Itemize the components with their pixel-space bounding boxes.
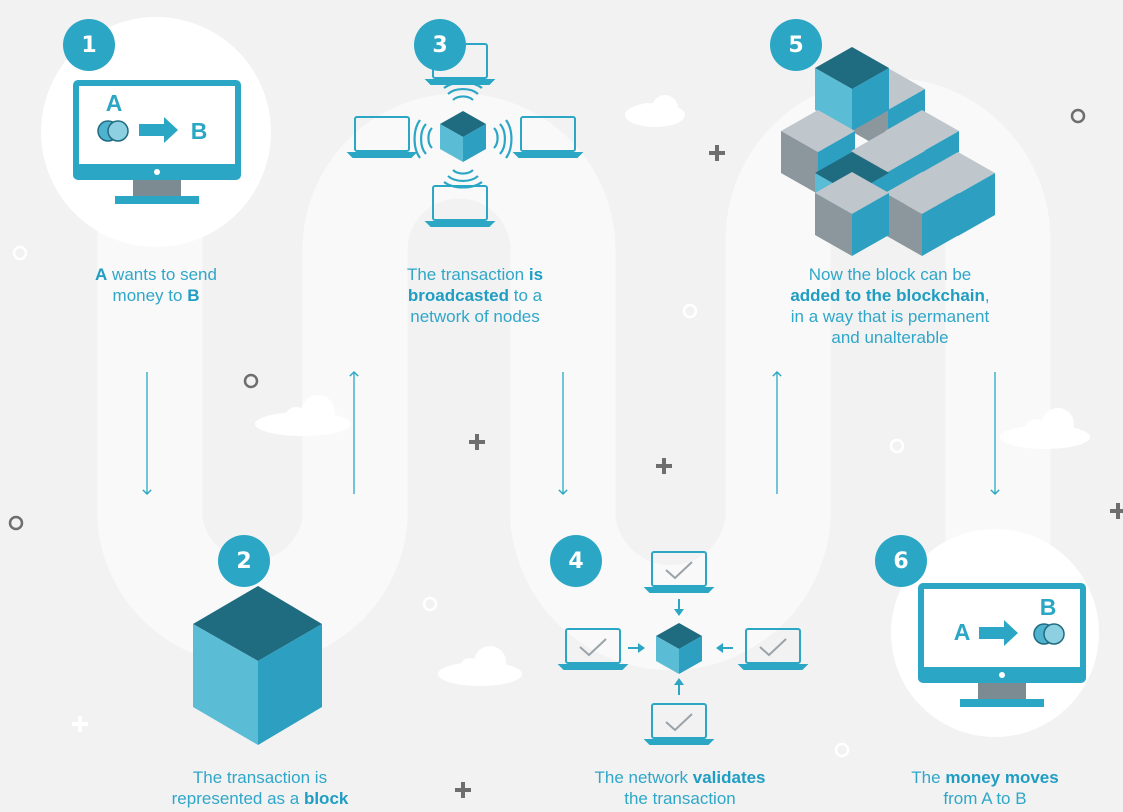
decorative-rings (8, 108, 1086, 758)
caption-segment: Now the block can be (808, 265, 972, 284)
caption-segment: the transaction (624, 789, 736, 808)
caption-segment: from A to B (943, 789, 1027, 808)
caption-segment: to a (509, 286, 543, 305)
caption-segment: , (984, 286, 990, 305)
wireless-signal-icon (413, 81, 513, 189)
step-6-illustration (891, 529, 1099, 737)
step-4-number-badge: 4 (550, 535, 602, 587)
step-6-screen-from: A (954, 619, 971, 645)
caption-segment: block (303, 789, 349, 808)
caption-segment: The transaction (406, 265, 529, 284)
step-1-illustration (41, 17, 271, 247)
step-5-blockchain-cubes (781, 47, 995, 256)
caption-segment: The network (594, 768, 693, 787)
step-2-caption: The transaction is represented as a block (135, 767, 385, 809)
caption-segment: is (528, 265, 544, 284)
step-6-number-badge: 6 (875, 535, 927, 587)
step-1-caption: A wants to send money to B (46, 264, 266, 306)
step-2-number-badge: 2 (218, 535, 270, 587)
caption-segment: The (911, 768, 946, 787)
step-1-screen-to: B (191, 118, 208, 144)
step-2-block-cube (193, 586, 322, 745)
step-4-illustration (557, 551, 809, 745)
step-1-number-badge: 1 (63, 19, 115, 71)
caption-segment: represented as a (171, 789, 304, 808)
caption-segment: broadcasted (407, 286, 509, 305)
caption-segment: validates (692, 768, 766, 787)
step-3-illustration (346, 43, 584, 227)
caption-segment: network of nodes (410, 307, 540, 326)
caption-segment: The transaction is (192, 768, 328, 787)
caption-segment: money to (112, 286, 188, 305)
caption-segment: added to the blockchain (790, 286, 985, 305)
decorative-plus-signs (72, 145, 1123, 798)
caption-segment: wants to send (107, 265, 217, 284)
block-cube (885, 172, 959, 256)
step-3-number-badge: 3 (414, 19, 466, 71)
laptop-check-icon (557, 551, 809, 745)
caption-segment: B (187, 286, 200, 305)
step-1-screen-from: A (106, 90, 123, 116)
step-4-caption: The network validates the transaction (545, 767, 815, 809)
caption-segment: and unalterable (831, 328, 949, 347)
caption-segment: A (95, 265, 108, 284)
caption-segment: in a way that is permanent (790, 307, 990, 326)
step-3-caption: The transaction is broadcasted to a networ… (350, 264, 600, 327)
step-6-screen-to: B (1040, 594, 1057, 620)
caption-segment: money moves (945, 768, 1059, 787)
cloud-decoration (255, 95, 1090, 686)
step-6-caption: The money moves from A to B (880, 767, 1090, 809)
step-5-number-badge: 5 (770, 19, 822, 71)
block-cube (815, 172, 889, 256)
flow-arrows (142, 370, 1000, 496)
step-5-caption: Now the block can be added to the blockch… (735, 264, 1045, 348)
